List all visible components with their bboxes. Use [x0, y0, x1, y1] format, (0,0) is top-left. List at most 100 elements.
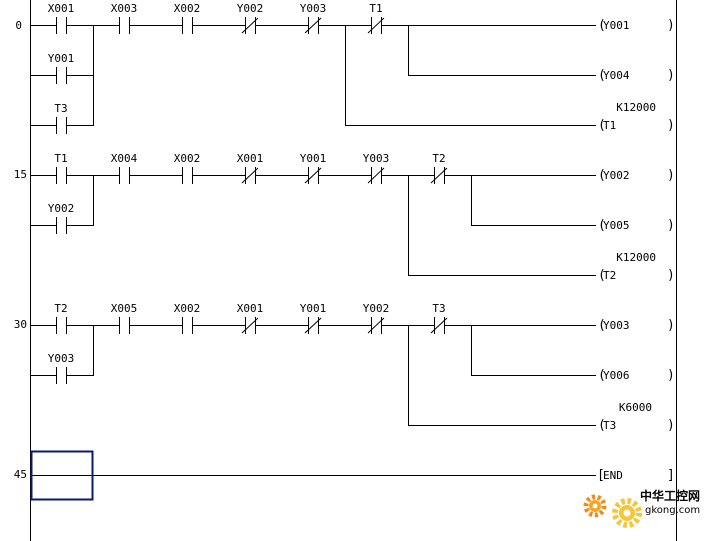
coil-label: Y002: [603, 169, 630, 182]
contact-t1[interactable]: T1: [31, 152, 94, 184]
timer-setting: K6000: [619, 401, 652, 414]
gear-icon: [583, 494, 642, 528]
contact-label: X002: [174, 302, 201, 315]
contact-x002[interactable]: X002: [156, 152, 219, 184]
parallel-contact-t3[interactable]: T3: [31, 102, 94, 134]
step-number: 15: [14, 168, 27, 181]
rung-45[interactable]: 45 [ END ]: [14, 468, 675, 483]
coil-y001[interactable]: ( Y001 ): [598, 18, 675, 33]
contact-label: X002: [174, 152, 201, 165]
svg-text:): ): [667, 268, 675, 283]
contact-label: T2: [432, 152, 445, 165]
contact-t1-nc[interactable]: T1: [346, 2, 596, 34]
contact-label: T3: [54, 102, 67, 115]
svg-text:(: (: [598, 418, 606, 433]
svg-text:): ): [667, 18, 675, 33]
rung-30[interactable]: 30 T2 X005 X002 X001: [14, 302, 675, 433]
contact-x001-nc[interactable]: X001: [219, 302, 282, 334]
step-number: 0: [15, 19, 22, 32]
svg-text:(: (: [598, 268, 606, 283]
contact-label: X001: [237, 152, 264, 165]
svg-text:(: (: [598, 218, 606, 233]
svg-text:(: (: [598, 368, 606, 383]
contact-label: Y001: [48, 52, 75, 65]
contact-label: X003: [111, 2, 138, 15]
contact-label: Y002: [237, 2, 264, 15]
rung-15[interactable]: 15 T1 X004 X002 X001: [14, 152, 675, 283]
coil-y003[interactable]: ( Y003 ): [598, 318, 675, 333]
contact-label: T3: [432, 302, 445, 315]
contact-y003-nc[interactable]: Y003: [282, 2, 346, 34]
end-label: END: [603, 469, 623, 482]
contact-y003-nc[interactable]: Y003: [346, 152, 434, 184]
coil-y005[interactable]: ( Y005 ): [598, 218, 675, 233]
svg-text:): ): [667, 168, 675, 183]
coil-y006[interactable]: ( Y006 ): [598, 368, 675, 383]
contact-x004[interactable]: X004: [94, 152, 156, 184]
coil-y002[interactable]: ( Y002 ): [598, 168, 675, 183]
watermark-logo: 中华工控网 gkong.com: [583, 488, 700, 528]
coil-label: T2: [603, 269, 616, 282]
watermark-title: 中华工控网: [640, 488, 700, 503]
coil-label: T3: [603, 419, 616, 432]
rung-0[interactable]: 0 X001 X003 X002 Y002: [15, 2, 675, 134]
contact-label: Y002: [363, 302, 390, 315]
parallel-contact-y002[interactable]: Y002: [31, 202, 94, 234]
svg-text:(: (: [598, 18, 606, 33]
contact-x002[interactable]: X002: [156, 2, 219, 34]
parallel-contact-y001[interactable]: Y001: [31, 52, 94, 84]
contact-x005[interactable]: X005: [94, 302, 156, 334]
coil-label: Y004: [603, 69, 630, 82]
timer-coil-t3[interactable]: K6000 ( T3 ): [598, 401, 675, 433]
contact-label: Y003: [363, 152, 390, 165]
editor-cursor[interactable]: [30, 450, 94, 501]
step-number: 30: [14, 318, 27, 331]
parallel-contact-y003[interactable]: Y003: [31, 352, 94, 384]
contact-t3-nc[interactable]: T3: [430, 302, 596, 334]
timer-setting: K12000: [616, 101, 656, 114]
contact-t2-nc[interactable]: T2: [430, 152, 596, 184]
contact-label: X001: [48, 2, 75, 15]
watermark-domain: gkong.com: [645, 505, 700, 516]
contact-t2[interactable]: T2: [31, 302, 94, 334]
svg-text:[: [: [597, 468, 605, 483]
contact-y001-nc[interactable]: Y001: [282, 152, 346, 184]
coil-y004[interactable]: ( Y004 ): [598, 68, 675, 83]
contact-label: Y003: [300, 2, 327, 15]
coil-label: Y006: [603, 369, 630, 382]
contact-label: Y003: [48, 352, 75, 365]
svg-text:): ): [667, 218, 675, 233]
contact-y002-nc[interactable]: Y002: [346, 302, 434, 334]
contact-x002[interactable]: X002: [156, 302, 219, 334]
timer-coil-t1[interactable]: K12000 ( T1 ): [598, 101, 675, 133]
contact-label: X001: [237, 302, 264, 315]
coil-label: T1: [603, 119, 616, 132]
contact-label: Y001: [300, 302, 327, 315]
contact-y001-nc[interactable]: Y001: [282, 302, 346, 334]
svg-text:): ): [667, 418, 675, 433]
contact-x001[interactable]: X001: [31, 2, 94, 34]
contact-label: Y002: [48, 202, 75, 215]
svg-text:(: (: [598, 318, 606, 333]
contact-label: X005: [111, 302, 138, 315]
contact-x001-nc[interactable]: X001: [219, 152, 282, 184]
contact-y002-nc[interactable]: Y002: [219, 2, 282, 34]
svg-text:(: (: [598, 68, 606, 83]
contact-x003[interactable]: X003: [94, 2, 156, 34]
coil-label: Y001: [603, 19, 630, 32]
end-instruction[interactable]: [ END ]: [597, 468, 675, 483]
contact-label: Y001: [300, 152, 327, 165]
contact-label: T2: [54, 302, 67, 315]
coil-label: Y005: [603, 219, 630, 232]
svg-text:): ): [667, 118, 675, 133]
step-number: 45: [14, 468, 27, 481]
contact-label: T1: [369, 2, 382, 15]
svg-text:(: (: [598, 118, 606, 133]
svg-text:]: ]: [667, 468, 675, 483]
coil-label: Y003: [603, 319, 630, 332]
svg-text:): ): [667, 368, 675, 383]
timer-coil-t2[interactable]: K12000 ( T2 ): [598, 251, 675, 283]
svg-text:): ): [667, 68, 675, 83]
contact-label: X002: [174, 2, 201, 15]
